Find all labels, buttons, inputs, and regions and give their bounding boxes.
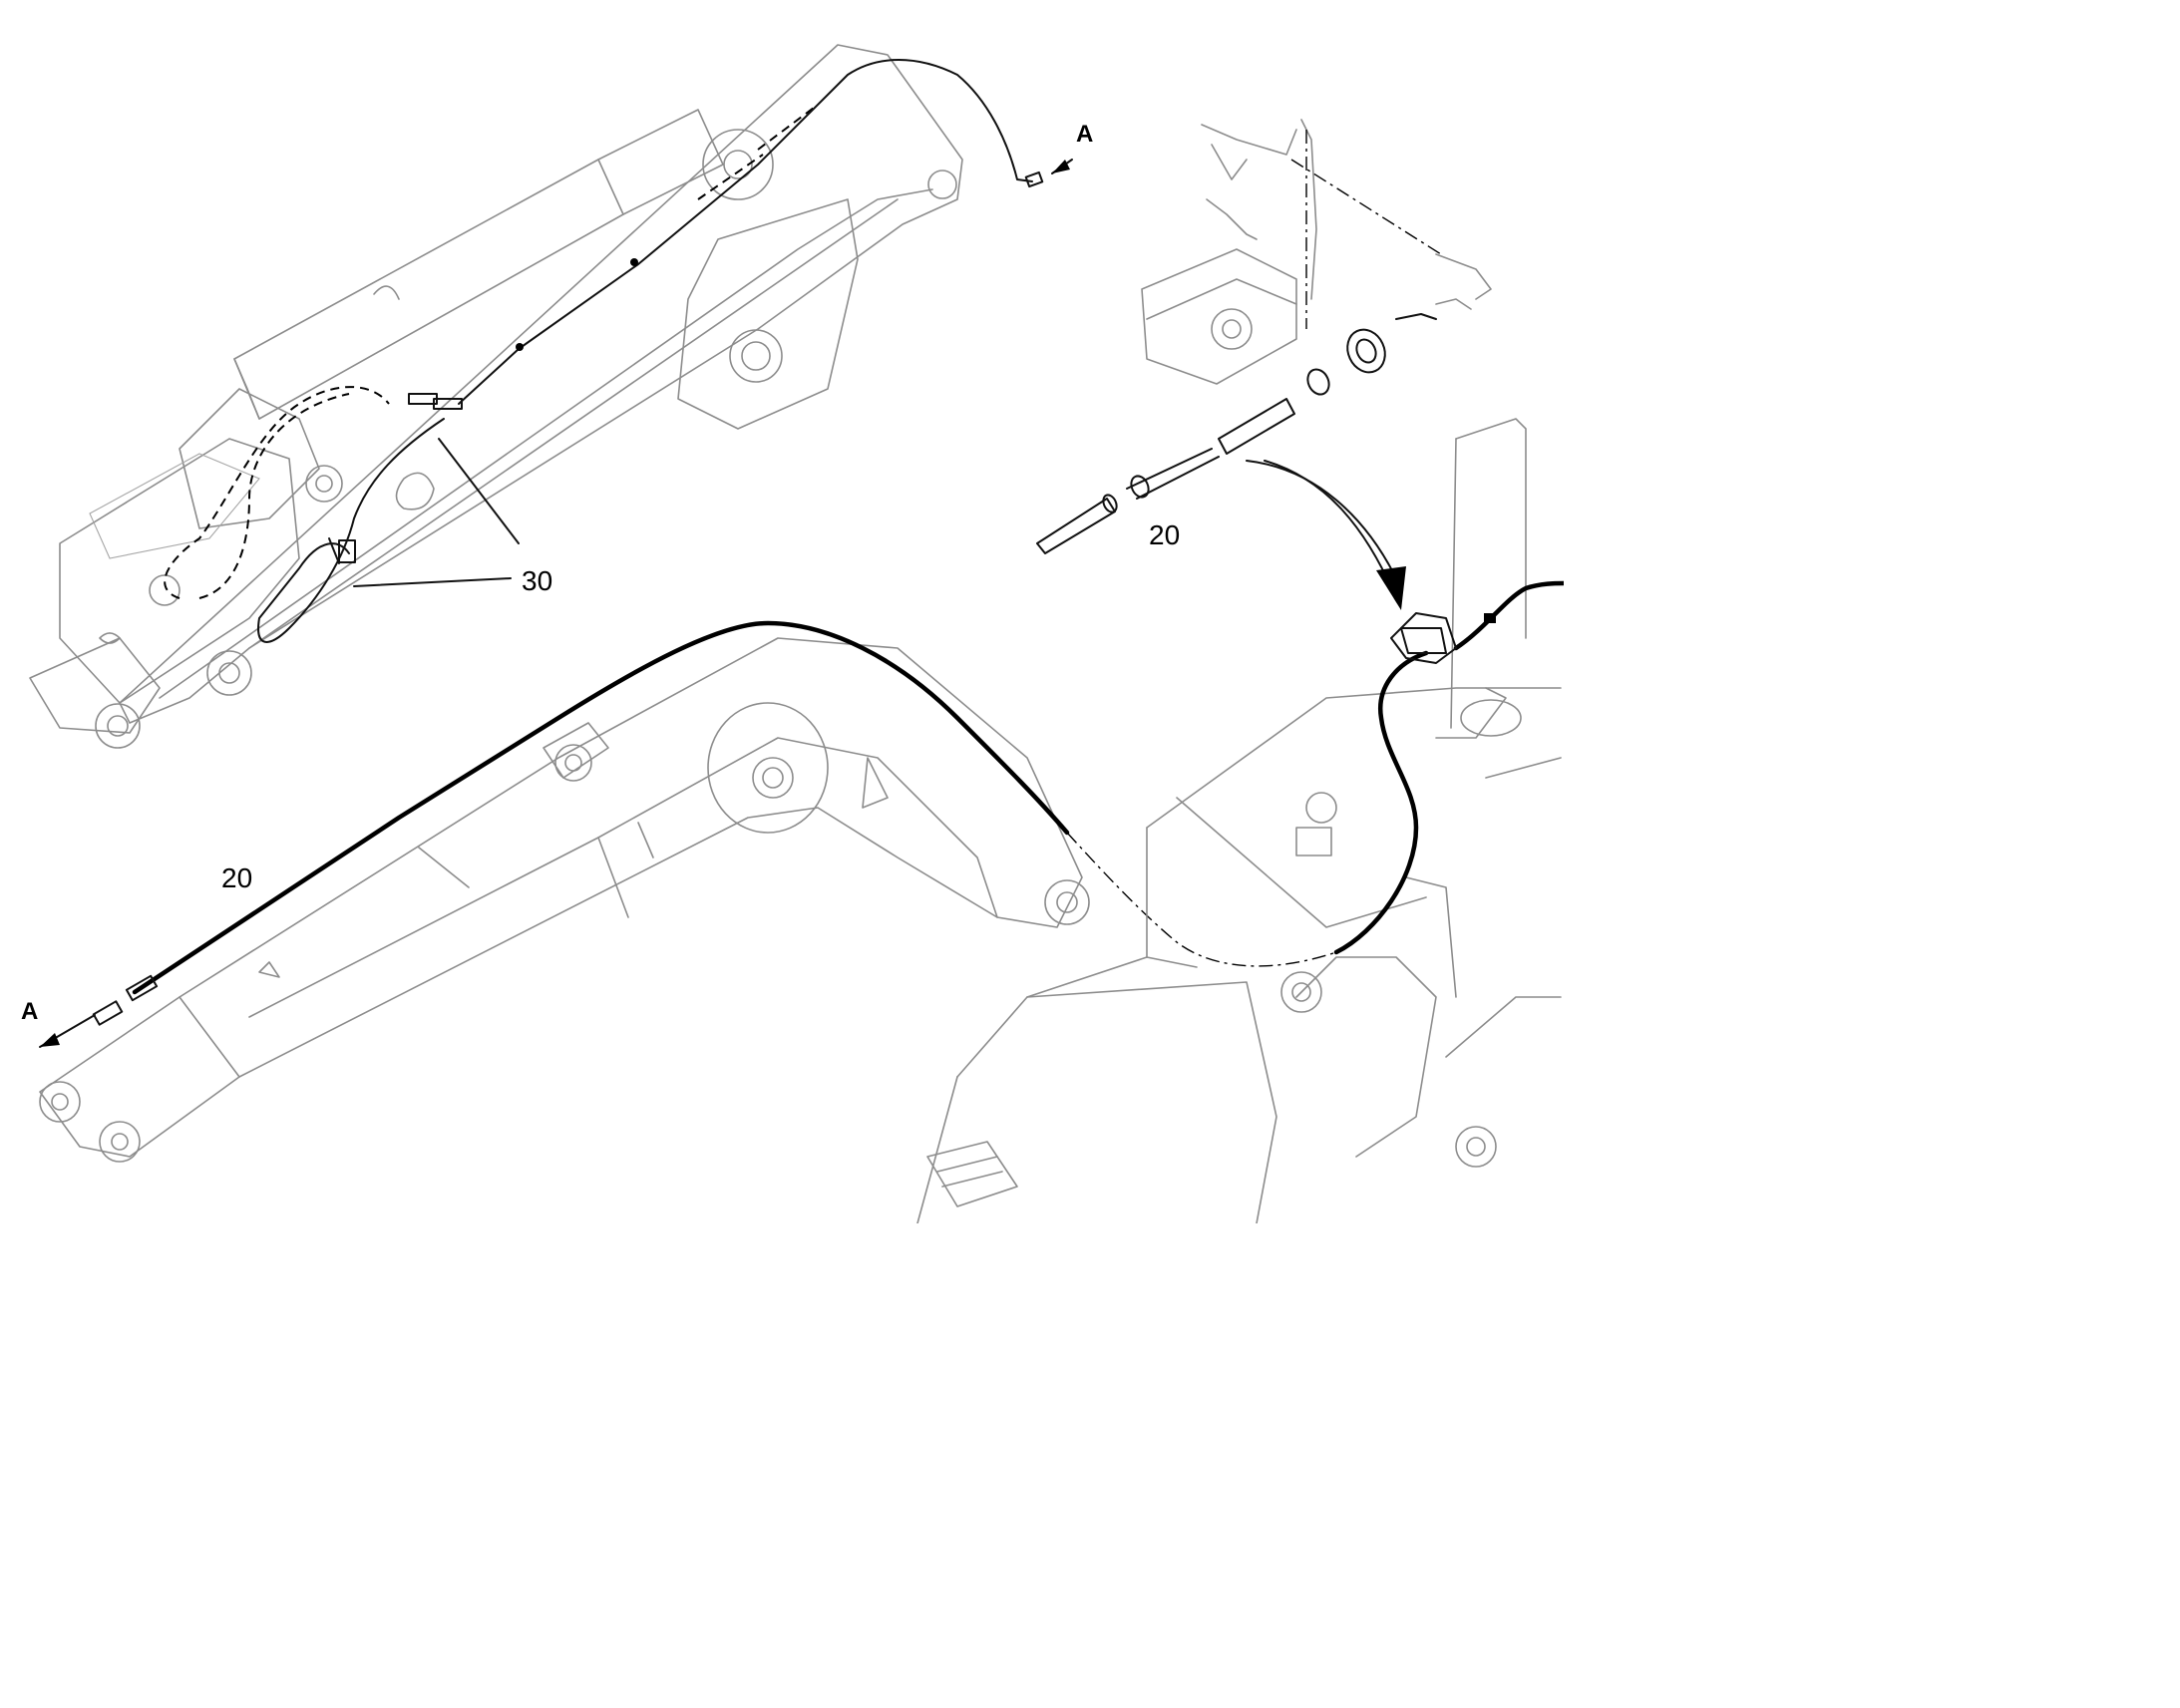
valve-fitting-detail [1036,119,1492,610]
callout-20-bottom: 20 [221,862,252,893]
view-marker-a-bottom: A [21,998,38,1025]
machine-upper-structure [916,418,1564,1223]
upper-boom-assembly [29,44,1073,749]
callout-30: 30 [522,565,552,596]
main-boom [39,620,1337,1163]
view-marker-a-top: A [1076,121,1093,148]
callout-20-top: 20 [1149,519,1180,550]
hydraulic-hose-routing-diagram: A A 20 20 30 [21,44,1564,1223]
